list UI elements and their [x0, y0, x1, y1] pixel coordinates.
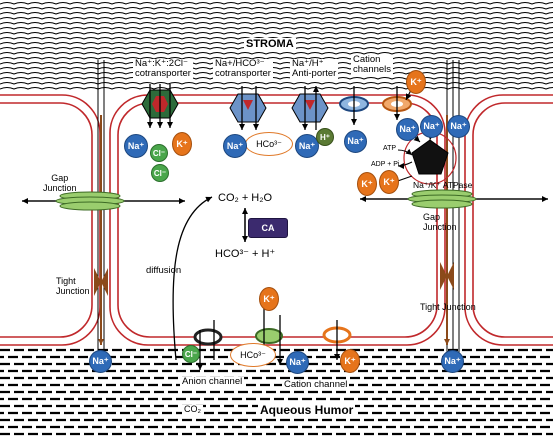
right-cell-outer — [464, 94, 553, 346]
cation-channels-label-line2: channels — [353, 64, 392, 76]
cl-ion: Cl⁻ — [151, 164, 169, 182]
nhe-label-line2: Anti-porter — [292, 68, 337, 80]
hco3-oval-top: HCo³⁻ — [245, 132, 293, 156]
carbonic-anhydrase-box: CA — [248, 218, 288, 238]
na-ion: Na⁺ — [286, 351, 309, 374]
anion-channel-label: Anion channel — [180, 376, 245, 388]
stroma-wave-line — [0, 27, 553, 30]
stroma-wave-line — [0, 67, 553, 70]
stroma-wave-line — [0, 62, 553, 65]
tight-junction-left-line2: Junction — [56, 285, 90, 296]
k-ion: K⁺ — [172, 132, 192, 156]
tight-junction-left-line1: Tight — [56, 276, 76, 286]
gap-junction-left-line2: Junction — [43, 182, 77, 193]
gap-junction-right-label: Gap Junction — [423, 212, 457, 233]
stroma-wave-line — [0, 72, 553, 75]
reaction-arrows — [172, 196, 248, 361]
cation-channel-top-icon — [339, 86, 369, 125]
k-channel-bottom-icon — [322, 320, 352, 360]
atpase-label: Na⁺/K⁺ ATPase — [413, 180, 473, 190]
tight-junction-right-icon — [440, 262, 454, 290]
gap-junction-left-line1: Gap — [51, 173, 69, 183]
na-ion: Na⁺ — [223, 134, 247, 158]
stroma-wave-line — [0, 87, 553, 90]
co2-label: CO₂ — [182, 404, 203, 415]
stroma-wave-line — [0, 7, 553, 10]
cl-ion: Cl⁻ — [182, 345, 200, 363]
gap-junction-right-line1: Gap — [423, 212, 441, 222]
hco3-oval-bottom: HCo³⁻ — [230, 343, 276, 367]
gap-junction-left-label: Gap Junction — [43, 173, 77, 194]
stroma-wave-line — [0, 52, 553, 55]
nbc-label-line1: Na+/HCO³⁻ — [215, 58, 265, 69]
na-ion: Na⁺ — [89, 350, 112, 373]
nbc-label-line2: cotransporter — [215, 68, 271, 80]
stroma-wave-pattern — [0, 2, 553, 90]
cation-channels-label: Cation channels — [351, 54, 394, 76]
gap-junction-right-line2: Junction — [423, 221, 457, 232]
stroma-wave-line — [0, 12, 553, 15]
diffusion-label: diffusion — [146, 265, 182, 276]
nbc-label: Na+/HCO³⁻ cotransporter — [213, 58, 273, 80]
tight-junction-right-label: Tight Junction — [420, 302, 476, 312]
cl-ion: Cl⁻ — [150, 144, 168, 162]
k-ion: K⁺ — [406, 70, 426, 94]
nkcc-label: Na⁺:K⁺:2Cl⁻ cotransporter — [133, 58, 193, 80]
k-ion: K⁺ — [340, 349, 360, 373]
na-ion: Na⁺ — [447, 115, 470, 138]
na-ion: Na⁺ — [396, 118, 419, 141]
na-ion: Na⁺ — [420, 115, 443, 138]
hco3-h-label: HCO³⁻ + H⁺ — [215, 248, 276, 260]
na-ion: Na⁺ — [124, 134, 148, 158]
right-cell-inner — [472, 102, 553, 338]
left-cell-outer — [0, 94, 101, 346]
stroma-wave-line — [0, 17, 553, 20]
nkcc-label-line1: Na⁺:K⁺:2Cl⁻ — [135, 58, 189, 69]
left-cell-inner — [0, 102, 93, 338]
stroma-wave-line — [0, 82, 553, 85]
k-ion: K⁺ — [259, 287, 279, 311]
nhe-antiporter-icon — [291, 86, 329, 130]
h-ion: H⁺ — [316, 128, 334, 146]
stroma-wave-line — [0, 22, 553, 25]
aqueous-humor-label: Aqueous Humor — [258, 403, 356, 418]
anion-channel-bottom-icon — [193, 320, 223, 370]
aqueous-dash-pattern — [0, 348, 553, 436]
na-ion: Na⁺ — [441, 350, 464, 373]
k-ion: K⁺ — [379, 170, 399, 194]
nkcc-label-line2: cotransporter — [135, 68, 191, 80]
stroma-label: STROMA — [244, 38, 296, 51]
tight-junction-left-label: Tight Junction — [56, 276, 90, 297]
gap-junction-right-icon — [407, 189, 477, 209]
na-ion: Na⁺ — [344, 130, 367, 153]
nhe-label: Na⁺/H⁺ Anti-porter — [290, 58, 339, 80]
cation-channel-label: Cation channel — [282, 379, 350, 391]
tight-junction-left-icon — [94, 268, 108, 296]
stroma-wave-line — [0, 32, 553, 35]
gap-junction-left-icon — [55, 191, 125, 211]
cation-channels-label-line1: Cation — [353, 54, 381, 65]
atp-label: ATP — [383, 145, 397, 152]
stroma-wave-line — [0, 77, 553, 80]
nkcc-transporter-icon — [141, 84, 179, 128]
stroma-wave-line — [0, 2, 553, 5]
nhe-label-line1: Na⁺/H⁺ — [292, 58, 324, 69]
co2-h2o-label: CO₂ + H₂O — [218, 192, 273, 204]
stroma-wave-line — [0, 57, 553, 60]
nbc-transporter-icon — [229, 86, 267, 130]
k-ion: K⁺ — [357, 172, 377, 196]
cation-channel-top2-icon — [382, 86, 412, 120]
cation-channel-bottom-icon — [255, 305, 283, 365]
center-cell-outer — [109, 94, 446, 346]
na-ion: Na⁺ — [295, 134, 319, 158]
adp-label: ADP + Pi — [371, 161, 400, 168]
